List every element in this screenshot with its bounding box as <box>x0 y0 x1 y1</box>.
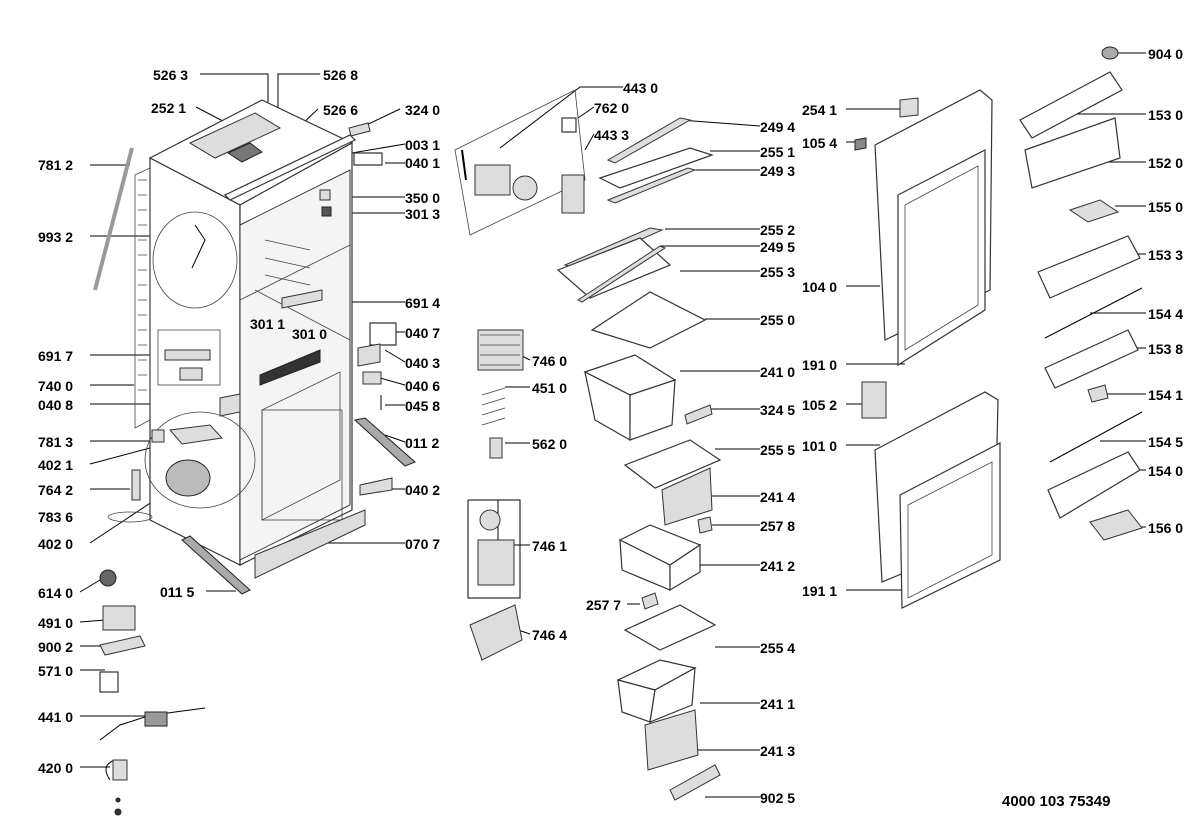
part-label-156-0: 156 0 <box>1148 520 1183 536</box>
part-label-255-3: 255 3 <box>760 264 795 280</box>
part-label-249-3: 249 3 <box>760 163 795 179</box>
part-label-993-2: 993 2 <box>38 229 73 245</box>
part-label-451-0: 451 0 <box>532 380 567 396</box>
part-label-904-0: 904 0 <box>1148 46 1183 62</box>
part-label-153-3: 153 3 <box>1148 247 1183 263</box>
part-label-301-0: 301 0 <box>292 326 327 342</box>
part-label-402-1: 402 1 <box>38 457 73 473</box>
part-label-402-0: 402 0 <box>38 536 73 552</box>
part-label-526-6: 526 6 <box>323 102 358 118</box>
part-label-241-4: 241 4 <box>760 489 795 505</box>
part-label-350-0: 350 0 <box>405 190 440 206</box>
part-label-746-0: 746 0 <box>532 353 567 369</box>
part-label-571-0: 571 0 <box>38 663 73 679</box>
part-label-614-0: 614 0 <box>38 585 73 601</box>
part-label-255-5: 255 5 <box>760 442 795 458</box>
part-label-301-1: 301 1 <box>250 316 285 332</box>
part-label-562-0: 562 0 <box>532 436 567 452</box>
part-label-154-5: 154 5 <box>1148 434 1183 450</box>
part-label-154-4: 154 4 <box>1148 306 1183 322</box>
part-label-104-0: 104 0 <box>802 279 837 295</box>
part-label-740-0: 740 0 <box>38 378 73 394</box>
part-label-040-7: 040 7 <box>405 325 440 341</box>
part-label-153-0: 153 0 <box>1148 107 1183 123</box>
cabinet-assembly <box>148 99 416 595</box>
part-label-255-4: 255 4 <box>760 640 795 656</box>
part-label-443-3: 443 3 <box>594 127 629 143</box>
part-label-241-1: 241 1 <box>760 696 795 712</box>
doors-group <box>854 89 1001 609</box>
part-label-441-0: 441 0 <box>38 709 73 725</box>
part-label-040-3: 040 3 <box>405 355 440 371</box>
part-label-764-2: 764 2 <box>38 482 73 498</box>
part-label-255-0: 255 0 <box>760 312 795 328</box>
door-accessories-group <box>1019 46 1143 541</box>
part-label-191-1: 191 1 <box>802 583 837 599</box>
shelves-drawers-group <box>556 117 722 801</box>
part-label-443-0: 443 0 <box>623 80 658 96</box>
part-label-691-4: 691 4 <box>405 295 440 311</box>
part-label-781-3: 781 3 <box>38 434 73 450</box>
part-label-762-0: 762 0 <box>594 100 629 116</box>
part-label-241-3: 241 3 <box>760 743 795 759</box>
part-label-101-0: 101 0 <box>802 438 837 454</box>
part-label-154-1: 154 1 <box>1148 387 1183 403</box>
part-label-746-1: 746 1 <box>532 538 567 554</box>
part-label-249-4: 249 4 <box>760 119 795 135</box>
part-label-257-7: 257 7 <box>586 597 621 613</box>
part-label-040-1: 040 1 <box>405 155 440 171</box>
part-label-152-0: 152 0 <box>1148 155 1183 171</box>
part-label-040-8: 040 8 <box>38 397 73 413</box>
part-label-257-8: 257 8 <box>760 518 795 534</box>
part-label-045-8: 045 8 <box>405 398 440 414</box>
part-label-241-0: 241 0 <box>760 364 795 380</box>
part-label-252-1: 252 1 <box>151 100 186 116</box>
part-label-324-0: 324 0 <box>405 102 440 118</box>
part-label-491-0: 491 0 <box>38 615 73 631</box>
part-label-783-6: 783 6 <box>38 509 73 525</box>
part-label-526-3: 526 3 <box>153 67 188 83</box>
part-label-255-1: 255 1 <box>760 144 795 160</box>
part-label-011-5: 011 5 <box>160 584 194 600</box>
part-label-003-1: 003 1 <box>405 137 440 153</box>
part-label-241-2: 241 2 <box>760 558 795 574</box>
part-label-902-5: 902 5 <box>760 790 795 806</box>
part-label-746-4: 746 4 <box>532 627 567 643</box>
part-label-526-8: 526 8 <box>323 67 358 83</box>
part-label-040-6: 040 6 <box>405 378 440 394</box>
part-label-040-2: 040 2 <box>405 482 440 498</box>
part-label-154-0: 154 0 <box>1148 463 1183 479</box>
part-label-011-2: 011 2 <box>405 435 439 451</box>
part-label-249-5: 249 5 <box>760 239 795 255</box>
part-label-070-7: 070 7 <box>405 536 440 552</box>
part-label-254-1: 254 1 <box>802 102 837 118</box>
part-label-155-0: 155 0 <box>1148 199 1183 215</box>
part-label-420-0: 420 0 <box>38 760 73 776</box>
evaporator-fan-group <box>454 89 586 661</box>
part-label-105-4: 105 4 <box>802 135 837 151</box>
part-label-191-0: 191 0 <box>802 357 837 373</box>
document-number: 4000 103 75349 <box>1002 793 1110 810</box>
part-label-301-3: 301 3 <box>405 206 440 222</box>
part-label-153-8: 153 8 <box>1148 341 1183 357</box>
part-label-105-2: 105 2 <box>802 397 837 413</box>
part-label-691-7: 691 7 <box>38 348 73 364</box>
part-number-labels: 526 3 526 8 252 1 526 6 324 0 781 2 003 1 040 1… <box>38 46 1183 806</box>
cabinet-side-parts <box>93 147 256 523</box>
part-label-781-2: 781 2 <box>38 157 73 173</box>
part-label-900-2: 900 2 <box>38 639 73 655</box>
part-label-255-2: 255 2 <box>760 222 795 238</box>
part-label-324-5: 324 5 <box>760 402 795 418</box>
small-parts-column <box>99 569 206 816</box>
